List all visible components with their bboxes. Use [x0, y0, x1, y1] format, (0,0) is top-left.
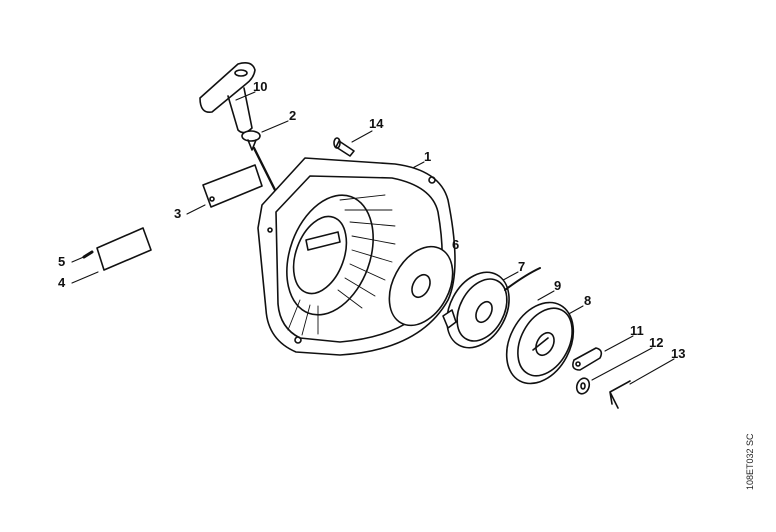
label-1: 1 — [424, 149, 432, 164]
label-4: 4 — [58, 275, 66, 290]
washer-part-6 — [388, 245, 454, 327]
label-6: 6 — [452, 237, 460, 252]
leader-lines — [71, 91, 675, 385]
rope-part-9 — [504, 267, 541, 291]
label-9: 9 — [554, 278, 562, 293]
label-5: 5 — [58, 254, 66, 269]
label-8: 8 — [584, 293, 592, 308]
label-11: 11 — [630, 323, 644, 338]
rope-guide-part-2 — [241, 130, 278, 194]
label-14: 14 — [369, 116, 384, 131]
label-2: 2 — [289, 108, 297, 123]
spring-clip-part-13 — [609, 380, 631, 409]
plate-part-4 — [96, 227, 152, 271]
label-10: 10 — [253, 79, 268, 94]
washer-part-12 — [575, 377, 591, 395]
rope-rotor-part-8 — [505, 301, 575, 385]
starter-grip-part-10 — [199, 62, 256, 134]
screw-part-14 — [333, 137, 355, 157]
label-13: 13 — [671, 346, 686, 361]
label-3: 3 — [174, 206, 182, 221]
label-7: 7 — [518, 259, 526, 274]
plate-part-3 — [202, 164, 263, 208]
pawl-part-11 — [572, 347, 603, 371]
rewind-spring-part-7 — [442, 271, 510, 349]
drawing-code: 108ET032 SC — [745, 433, 755, 490]
label-12: 12 — [649, 335, 664, 350]
pin-part-5 — [82, 250, 94, 259]
